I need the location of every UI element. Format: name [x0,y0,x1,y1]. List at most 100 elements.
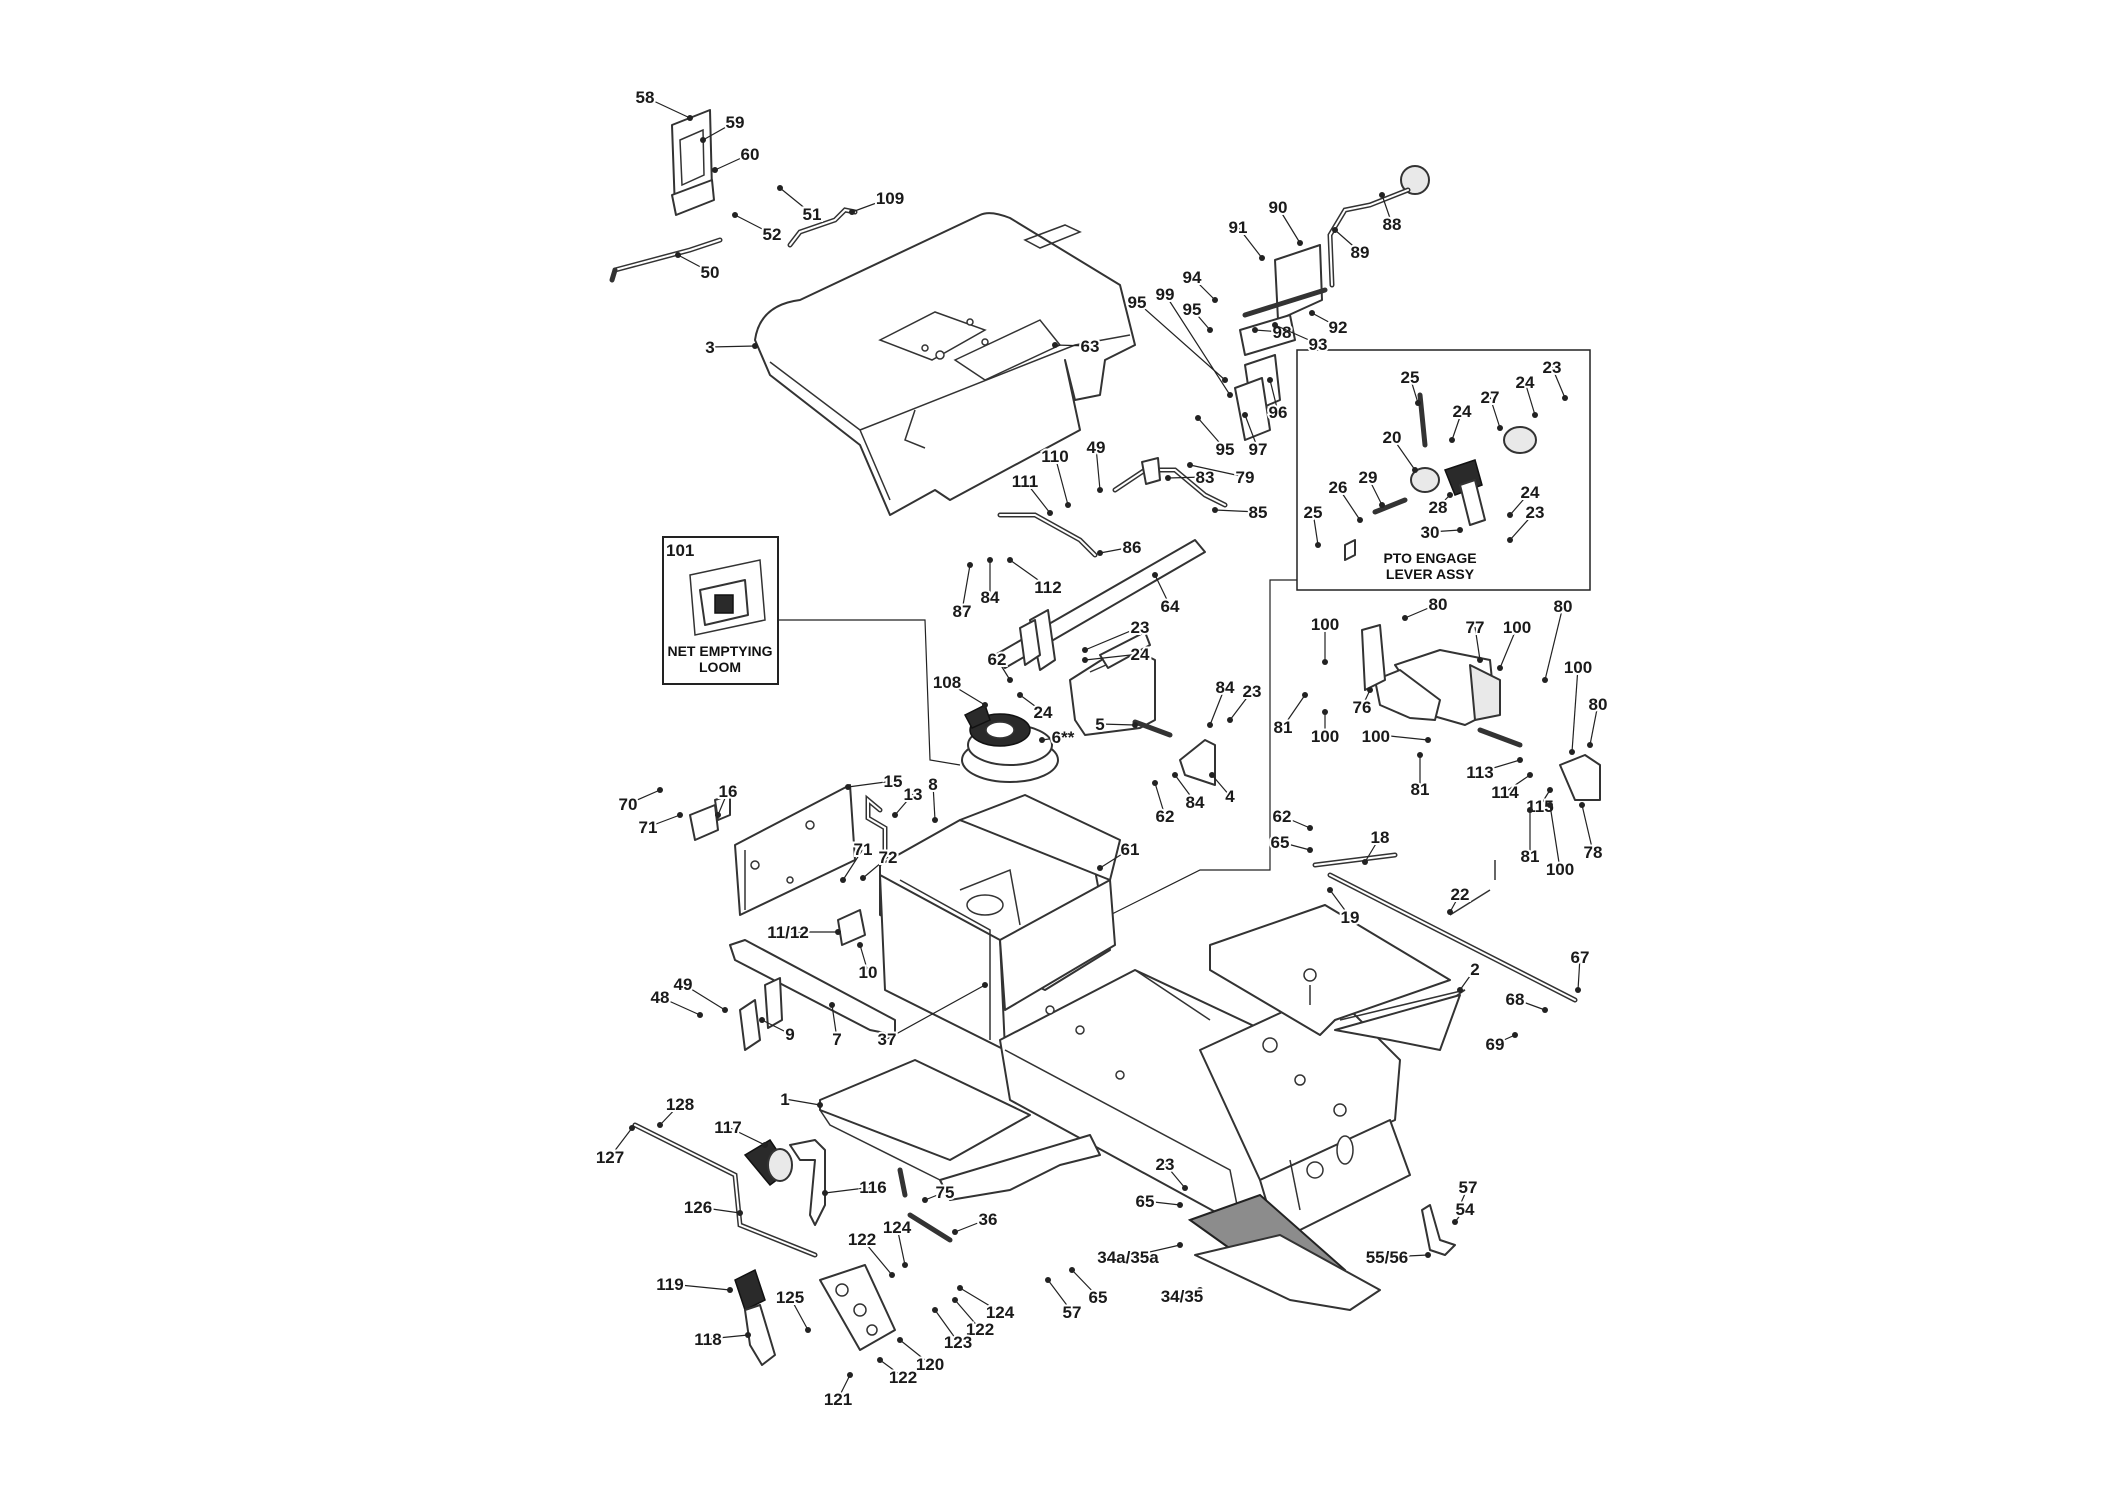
callout-label-c10: 10 [859,963,878,982]
callout-label-c24a: 24 [1131,645,1150,664]
leader-dot-c57b [1045,1277,1051,1283]
callout-label-c49b: 49 [674,975,693,994]
leader-dot-c48 [697,1012,703,1018]
callout-label-c115: 115 [1526,797,1553,816]
leader-dot-c112 [1007,557,1013,563]
leader-line-c84c [1174,774,1196,803]
plate-part-120 [819,1264,896,1351]
leader-dot-c15 [845,784,851,790]
leader-line-c49a [1095,446,1101,491]
leader-dot-c78 [1579,802,1585,808]
leader-dot-c62b [1152,780,1158,786]
callout-label-c65c: 65 [1089,1288,1108,1307]
leader-dot-c116 [822,1190,828,1196]
leader-line-c111 [1024,480,1051,514]
callout-label-c18: 18 [1371,828,1390,847]
callout-label-c63: 63 [1081,337,1100,356]
callout-label-c70: 70 [619,795,638,814]
leader-dot-c2 [1457,987,1463,993]
callout-label-c122c: 122 [889,1368,917,1387]
chassis-frame [879,794,1411,1231]
leader-line-c77 [1474,626,1481,661]
leader-line-c114 [1504,774,1531,793]
callout-label-c13: 13 [904,785,923,804]
callout-label-c93: 93 [1309,335,1328,354]
leader-line-c58 [644,96,691,119]
callout-label-c4: 4 [1225,787,1235,806]
leader-line-c23d [1509,511,1536,541]
leader-dot-c100a [1322,659,1328,665]
leader-dot-c65b [1177,1202,1183,1208]
callout-label-c3435: 34/35 [1161,1287,1204,1306]
leader-dot-c119 [727,1287,733,1293]
leader-dot-c8 [932,817,938,823]
inset-caption-line1: NET EMPTYING [667,643,772,659]
leader-dot-c124a [902,1262,908,1268]
callout-label-c37: 37 [878,1030,897,1049]
leader-line-c27 [1489,396,1501,429]
leader-dot-c62c [1307,825,1313,831]
rod-part-22 [1327,860,1578,1003]
leader-line-c24d [1524,381,1536,416]
leader-line-c120 [899,1339,931,1365]
leader-line-c96 [1269,379,1279,413]
leader-dot-c1 [817,1102,823,1108]
leader-dot-c87 [967,562,973,568]
callout-label-c71a: 71 [639,818,658,837]
leader-dot-c95b [1207,327,1213,333]
leader-dot-c24e [1507,512,1513,518]
callout-label-c28: 28 [1429,498,1448,517]
leader-dot-c16 [715,812,721,818]
leader-line-c80b [1544,605,1564,681]
leader-line-c51 [779,187,813,215]
leader-dot-c23d [1507,537,1513,543]
callout-label-c84c: 84 [1186,793,1205,812]
leader-line-c100f [1549,804,1561,870]
leader-line-c80a [1404,603,1439,619]
callout-label-c100d: 100 [1362,727,1390,746]
leader-line-c86 [1099,546,1133,554]
leader-line-c127 [609,1127,633,1158]
leader-dot-c22 [1447,909,1453,915]
leader-line-c23b [1229,690,1253,721]
callout-label-c2: 2 [1470,960,1479,979]
callout-label-c88: 88 [1383,215,1402,234]
bracket-part-55-56 [1421,1204,1456,1256]
leader-dot-c77 [1477,657,1483,663]
leader-line-c100d [1389,735,1429,741]
callout-label-c80c: 80 [1589,695,1608,714]
leader-dot-c125 [805,1327,811,1333]
leader-line-c109 [851,197,891,213]
callout-label-c58: 58 [636,88,655,107]
leader-dot-c85 [1212,507,1218,513]
callout-label-c50: 50 [701,263,720,282]
leader-dot-c126 [737,1210,743,1216]
leader-dot-c26 [1357,517,1363,523]
leader-line-c24e [1509,491,1531,516]
leader-line-c115 [1539,789,1551,807]
callout-label-c116: 116 [859,1178,886,1197]
pulley-part-6 [961,703,1059,783]
leader-dot-c59 [700,137,706,143]
callout-label-c124b: 124 [986,1303,1015,1322]
callout-label-c118: 118 [694,1330,721,1349]
leader-dot-c23b [1227,717,1233,723]
link-part-79-85 [1112,457,1228,508]
callout-label-c30: 30 [1421,523,1440,542]
leader-dot-c91 [1259,255,1265,261]
callout-label-c52: 52 [763,225,782,244]
leader-line-c65c [1071,1269,1099,1298]
callout-label-c122a: 122 [848,1230,876,1249]
leader-dot-c63 [1052,342,1058,348]
leader-line-c72 [862,856,889,879]
leader-line-c25b [1312,511,1319,546]
leader-line-c108 [946,681,986,706]
leader-dot-c68 [1542,1007,1548,1013]
leader-dot-c65a [1307,847,1313,853]
plate-part-2 [1209,904,1466,1051]
leader-line-c126 [697,1206,741,1214]
leader-line-c22 [1449,893,1461,913]
leader-dot-c100b [1497,665,1503,671]
callout-label-c15: 15 [884,772,903,791]
leader-dot-c84c [1172,772,1178,778]
